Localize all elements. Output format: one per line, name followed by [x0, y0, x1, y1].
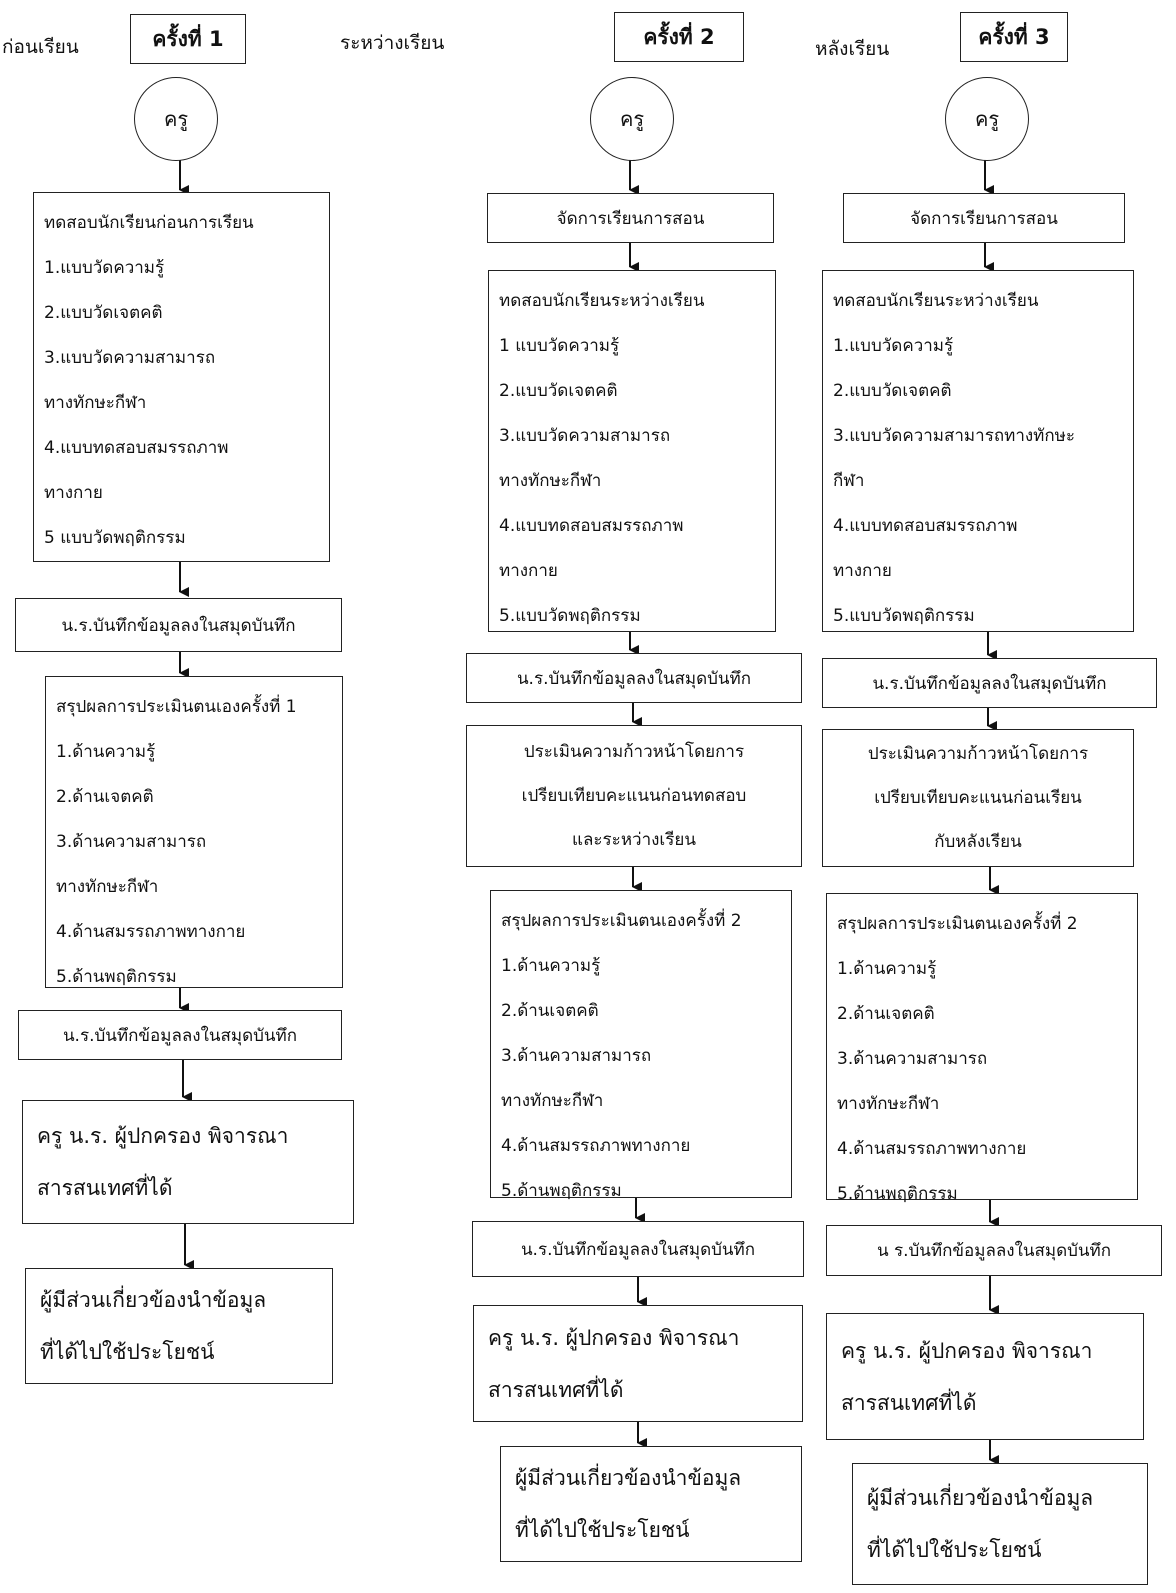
test-title: ทดสอบนักเรียนระหว่างเรียน	[499, 291, 705, 311]
test-box-2: ทดสอบนักเรียนระหว่างเรียน 1 แบบวัดความรู…	[488, 270, 776, 632]
summary-item: 2.ด้านเจตคติ	[501, 1001, 599, 1021]
summary-title: สรุปผลการประเมินตนเองครั้งที่ 2	[837, 914, 1078, 934]
record-box-1b: น.ร.บันทึกข้อมูลลงในสมุดบันทึก	[18, 1010, 342, 1060]
round-tag-1: ครั้งที่ 1	[130, 14, 246, 64]
progress-line: เปรียบเทียบคะแนนก่อนเรียน	[874, 788, 1082, 808]
progress-line: เปรียบเทียบคะแนนก่อนทดสอบ	[521, 786, 747, 806]
test-item: 4.แบบทดสอบสมรรถภาพ	[833, 516, 1018, 536]
pretest-item: 5 แบบวัดพฤติกรรม	[44, 528, 186, 548]
record-box-3b: น ร.บันทึกข้อมูลลงในสมุดบันทึก	[826, 1225, 1162, 1276]
test-box-3: ทดสอบนักเรียนระหว่างเรียน 1.แบบวัดความรู…	[822, 270, 1134, 632]
summary-item: ทางทักษะกีฬา	[56, 877, 159, 897]
consider-line: สารสนเทศที่ได้	[841, 1390, 977, 1415]
record-box-2b: น.ร.บันทึกข้อมูลลงในสมุดบันทึก	[472, 1221, 804, 1277]
progress-box-3: ประเมินความก้าวหน้าโดยการ เปรียบเทียบคะแ…	[822, 729, 1134, 867]
record-box-2a: น.ร.บันทึกข้อมูลลงในสมุดบันทึก	[466, 653, 802, 703]
test-item: 2.แบบวัดเจตคติ	[499, 381, 618, 401]
summary-box-3: สรุปผลการประเมินตนเองครั้งที่ 2 1.ด้านคว…	[826, 893, 1138, 1204]
progress-line: และระหว่างเรียน	[572, 830, 696, 850]
phase-label-during: ระหว่างเรียน	[340, 32, 445, 54]
progress-box-2: ประเมินความก้าวหน้าโดยการ เปรียบเทียบคะแ…	[466, 725, 802, 867]
summary-item: ทางทักษะกีฬา	[837, 1094, 940, 1114]
summary-item: 1.ด้านความรู้	[501, 956, 601, 976]
summary-item: 3.ด้านความสามารถ	[56, 832, 207, 852]
teacher-node-3: ครู	[945, 77, 1029, 161]
consider-box-1: ครู น.ร. ผู้ปกครอง พิจารณา สารสนเทศที่ได…	[22, 1100, 354, 1224]
summary-item: 3.ด้านความสามารถ	[837, 1049, 988, 1069]
use-box-3: ผู้มีส่วนเกี่ยวข้องนำข้อมูล ที่ได้ไปใช้ป…	[852, 1463, 1148, 1585]
test-item: 2.แบบวัดเจตคติ	[833, 381, 952, 401]
pretest-box: ทดสอบนักเรียนก่อนการเรียน 1.แบบวัดความรู…	[33, 192, 330, 562]
test-item: กีฬา	[833, 471, 865, 491]
test-item: 4.แบบทดสอบสมรรถภาพ	[499, 516, 684, 536]
summary-item: 1.ด้านความรู้	[837, 959, 937, 979]
summary-title: สรุปผลการประเมินตนเองครั้งที่ 2	[501, 911, 742, 931]
consider-line: ครู น.ร. ผู้ปกครอง พิจารณา	[37, 1124, 289, 1148]
consider-box-2: ครู น.ร. ผู้ปกครอง พิจารณา สารสนเทศที่ได…	[473, 1305, 803, 1422]
round-tag-3: ครั้งที่ 3	[960, 12, 1068, 62]
test-item: 5.แบบวัดพฤติกรรม	[833, 606, 975, 626]
consider-box-3: ครู น.ร. ผู้ปกครอง พิจารณา สารสนเทศที่ได…	[826, 1313, 1144, 1440]
summary-item: 1.ด้านความรู้	[56, 742, 156, 762]
use-line: ผู้มีส่วนเกี่ยวข้องนำข้อมูล	[515, 1466, 742, 1490]
summary-item: 4.ด้านสมรรถภาพทางกาย	[56, 922, 246, 942]
test-item: 1.แบบวัดความรู้	[833, 336, 954, 356]
test-item: 1 แบบวัดความรู้	[499, 336, 620, 356]
phase-label-before: ก่อนเรียน	[2, 36, 79, 58]
summary-box-2: สรุปผลการประเมินตนเองครั้งที่ 2 1.ด้านคว…	[490, 890, 792, 1201]
teacher-node-2: ครู	[590, 77, 674, 161]
test-item: ทางกาย	[499, 561, 558, 581]
summary-item: 2.ด้านเจตคติ	[56, 787, 154, 807]
manage-box-2: จัดการเรียนการสอน	[487, 193, 774, 243]
test-item: ทางกาย	[833, 561, 892, 581]
summary-item: 2.ด้านเจตคติ	[837, 1004, 935, 1024]
summary-item: 3.ด้านความสามารถ	[501, 1046, 652, 1066]
pretest-item: ทางกาย	[44, 483, 103, 503]
summary-item: 5.ด้านพฤติกรรม	[837, 1184, 958, 1204]
phase-label-after: หลังเรียน	[815, 38, 890, 60]
use-box-1: ผู้มีส่วนเกี่ยวข้องนำข้อมูล ที่ได้ไปใช้ป…	[25, 1268, 333, 1384]
progress-line: ประเมินความก้าวหน้าโดยการ	[523, 742, 745, 762]
record-box-3a: น.ร.บันทึกข้อมูลลงในสมุดบันทึก	[822, 658, 1157, 708]
test-item: 3.แบบวัดความสามารถทางทักษะ	[833, 426, 1076, 446]
pretest-item: 1.แบบวัดความรู้	[44, 258, 165, 278]
consider-line: ครู น.ร. ผู้ปกครอง พิจารณา	[488, 1325, 740, 1350]
summary-box-1: สรุปผลการประเมินตนเองครั้งที่ 1 1.ด้านคว…	[45, 676, 343, 988]
progress-line: กับหลังเรียน	[934, 832, 1022, 852]
pretest-item: 4.แบบทดสอบสมรรถภาพ	[44, 438, 229, 458]
test-item: 5.แบบวัดพฤติกรรม	[499, 606, 641, 626]
use-box-2: ผู้มีส่วนเกี่ยวข้องนำข้อมูล ที่ได้ไปใช้ป…	[500, 1446, 802, 1562]
summary-item: 4.ด้านสมรรถภาพทางกาย	[501, 1136, 691, 1156]
consider-line: สารสนเทศที่ได้	[488, 1377, 624, 1402]
test-item: 3.แบบวัดความสามารถ	[499, 426, 671, 446]
summary-item: 4.ด้านสมรรถภาพทางกาย	[837, 1139, 1027, 1159]
pretest-item: ทางทักษะกีฬา	[44, 393, 147, 413]
summary-item: 5.ด้านพฤติกรรม	[56, 967, 177, 987]
progress-line: ประเมินความก้าวหน้าโดยการ	[867, 744, 1089, 764]
summary-item: ทางทักษะกีฬา	[501, 1091, 604, 1111]
test-item: ทางทักษะกีฬา	[499, 471, 602, 491]
pretest-item: 3.แบบวัดความสามารถ	[44, 348, 216, 368]
summary-item: 5.ด้านพฤติกรรม	[501, 1181, 622, 1201]
pretest-title: ทดสอบนักเรียนก่อนการเรียน	[44, 213, 254, 233]
consider-line: สารสนเทศที่ได้	[37, 1176, 173, 1200]
manage-box-3: จัดการเรียนการสอน	[843, 193, 1125, 243]
use-line: ที่ได้ไปใช้ประโยชน์	[515, 1518, 690, 1542]
use-line: ที่ได้ไปใช้ประโยชน์	[40, 1340, 215, 1364]
consider-line: ครู น.ร. ผู้ปกครอง พิจารณา	[841, 1338, 1093, 1363]
summary-title: สรุปผลการประเมินตนเองครั้งที่ 1	[56, 697, 297, 717]
record-box-1a: น.ร.บันทึกข้อมูลลงในสมุดบันทึก	[15, 598, 342, 652]
teacher-node-1: ครู	[134, 77, 218, 161]
round-tag-2: ครั้งที่ 2	[614, 12, 744, 62]
use-line: ที่ได้ไปใช้ประโยชน์	[867, 1538, 1042, 1562]
use-line: ผู้มีส่วนเกี่ยวข้องนำข้อมูล	[867, 1486, 1094, 1510]
test-title: ทดสอบนักเรียนระหว่างเรียน	[833, 291, 1039, 311]
pretest-item: 2.แบบวัดเจตคติ	[44, 303, 163, 323]
use-line: ผู้มีส่วนเกี่ยวข้องนำข้อมูล	[40, 1288, 267, 1312]
